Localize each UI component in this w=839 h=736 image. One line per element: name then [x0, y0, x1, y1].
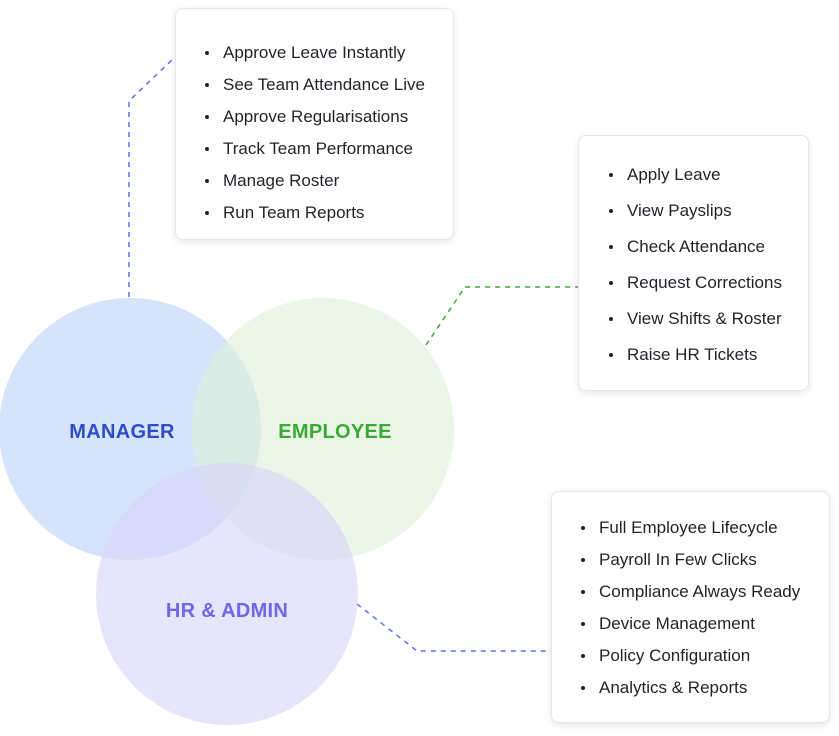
hr-admin-features-list: Full Employee Lifecycle Payroll In Few C…	[581, 512, 829, 704]
hr-admin-features-card: Full Employee Lifecycle Payroll In Few C…	[551, 491, 830, 723]
list-item: Approve Regularisations	[205, 101, 453, 133]
list-item: View Shifts & Roster	[609, 301, 808, 337]
employee-connector-line	[425, 286, 578, 346]
list-item: Approve Leave Instantly	[205, 37, 453, 69]
manager-label: MANAGER	[69, 421, 175, 443]
manager-features-card: Approve Leave Instantly See Team Attenda…	[175, 8, 454, 240]
list-item: View Payslips	[609, 193, 808, 229]
list-item: Policy Configuration	[581, 640, 829, 672]
list-item: Apply Leave	[609, 157, 808, 193]
list-item: Request Corrections	[609, 265, 808, 301]
list-item: Manage Roster	[205, 165, 453, 197]
hr-admin-circle	[96, 463, 358, 725]
list-item: Raise HR Tickets	[609, 337, 808, 373]
list-item: Full Employee Lifecycle	[581, 512, 829, 544]
list-item: Track Team Performance	[205, 133, 453, 165]
list-item: Check Attendance	[609, 229, 808, 265]
employee-label: EMPLOYEE	[278, 421, 392, 443]
list-item: Payroll In Few Clicks	[581, 544, 829, 576]
employee-features-card: Apply Leave View Payslips Check Attendan…	[578, 135, 809, 391]
employee-features-list: Apply Leave View Payslips Check Attendan…	[609, 157, 808, 373]
list-item: Run Team Reports	[205, 197, 453, 229]
list-item: Device Management	[581, 608, 829, 640]
list-item: Compliance Always Ready	[581, 576, 829, 608]
hr-connector-line	[356, 603, 551, 652]
list-item: See Team Attendance Live	[205, 69, 453, 101]
manager-features-list: Approve Leave Instantly See Team Attenda…	[205, 37, 453, 229]
hr-admin-label: HR & ADMIN	[166, 600, 288, 622]
list-item: Analytics & Reports	[581, 672, 829, 704]
manager-connector-line	[128, 56, 176, 297]
